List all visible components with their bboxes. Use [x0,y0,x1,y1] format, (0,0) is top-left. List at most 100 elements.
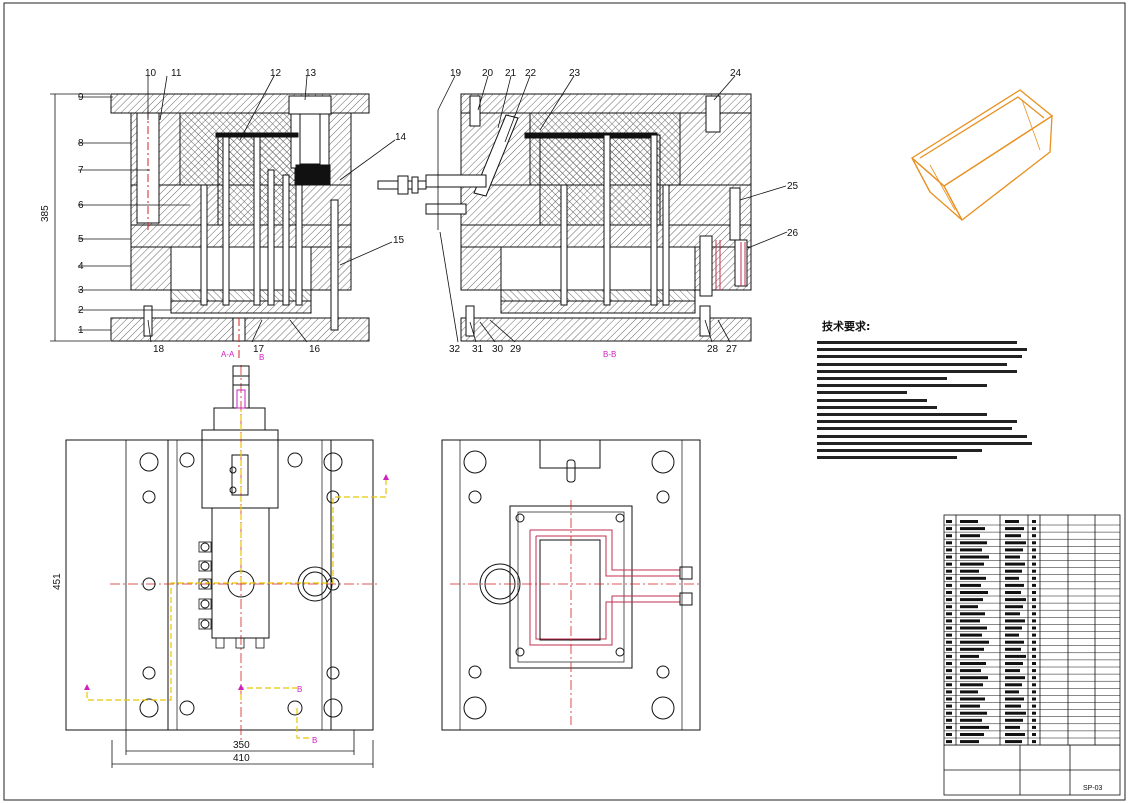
bom-cell-name [960,733,984,736]
bom-cell-material [1005,541,1026,545]
callout-7: 7 [78,165,84,176]
bom-cell-index [946,633,952,637]
bom-cell-name [960,555,989,559]
tech-requirement-line [817,341,1017,344]
bom-cell-qty [1032,711,1036,715]
section-mark-b: B [259,353,264,362]
bom-cell-index [946,619,952,623]
bom-cell-material [1005,562,1025,566]
bom-cell-name [960,548,982,552]
section-label-bb: B-B [603,350,616,359]
tech-requirements-title: 技术要求: [822,320,871,333]
bom-cell-qty [1032,676,1036,680]
bom-cell-material [1005,534,1021,538]
bom-cell-name [960,527,985,531]
bom-cell-material [1005,576,1019,580]
bom-cell-qty [1032,591,1036,594]
bom-cell-index [946,740,952,744]
parts-list-rows [944,524,1120,746]
nozzle [232,365,250,409]
callout-20: 20 [482,68,494,79]
bom-cell-name [960,647,984,651]
bom-cell-name [960,534,980,538]
bom-cell-name [960,725,989,729]
plan-left-centerlines [110,365,380,740]
tech-requirement-line [817,413,987,416]
bom-cell-qty [1032,619,1036,623]
bom-cell-index [946,697,952,701]
bom-cell-index [946,725,952,729]
bom-cell-qty [1032,740,1036,744]
water-lines-b [715,240,746,290]
bom-cell-material [1005,647,1021,651]
callout-24: 24 [730,68,742,79]
tech-requirement-line [817,449,982,452]
bom-cell-index [946,576,952,580]
bom-cell-qty [1032,598,1036,602]
bom-cell-index [946,583,952,587]
bom-cell-name [960,583,981,587]
bom-cell-qty [1032,534,1036,538]
bom-cell-qty [1032,697,1036,701]
bom-cell-name [960,676,988,680]
bom-cell-index [946,662,952,665]
callout-17: 17 [253,344,265,355]
bom-cell-material [1005,711,1026,715]
bom-cell-qty [1032,662,1036,665]
bom-cell-qty [1032,640,1036,644]
drawing-number: SP-03 [1083,785,1103,792]
callout-16: 16 [309,344,321,355]
callout-5: 5 [78,234,84,245]
callout-32: 32 [449,344,461,355]
bom-cell-name [960,541,987,545]
callout-10: 10 [145,68,157,79]
bom-cell-material [1005,718,1023,722]
bom-cell-index [946,548,952,552]
bom-cell-index [946,626,952,630]
bom-cell-material [1005,733,1025,736]
drawing-border [3,2,1126,801]
callout-1: 1 [78,325,84,336]
callout-21: 21 [505,68,517,79]
tech-requirement-line [817,398,927,402]
bom-cell-qty [1032,562,1036,566]
section-mark-b-bottom: B [312,736,317,745]
bom-cell-name [960,633,982,637]
callout-numbers-right: 19 20 21 22 23 24 25 26 27 28 29 30 31 3… [449,68,799,355]
bom-cell-material [1005,605,1023,609]
bom-cell-qty [1032,605,1036,609]
bom-cell-qty [1032,626,1036,630]
callouts-right-leaders [437,75,788,343]
bom-cell-name [960,619,980,623]
bom-cell-qty [1032,583,1036,587]
bom-cell-index [946,711,952,715]
tech-requirement-line [817,369,1017,373]
bom-cell-index [946,591,952,594]
callout-15: 15 [393,235,405,246]
bom-cell-name [960,697,985,701]
bom-cell-index [946,605,952,609]
bom-cell-name [960,669,981,673]
tech-requirement-line [817,427,1012,431]
bom-cell-material [1005,626,1022,630]
section-mark-a-bottom: B [297,685,302,694]
callout-12: 12 [270,68,282,79]
bom-cell-index [946,612,952,616]
bom-cell-material [1005,725,1020,729]
bom-cell-name [960,598,983,602]
bom-cell-index [946,669,952,673]
bom-cell-material [1005,662,1023,665]
tech-requirement-line [817,355,1022,359]
bom-cell-index [946,647,952,651]
bom-cell-qty [1032,718,1036,722]
plan-left-holes [139,452,343,718]
bom-cell-material [1005,740,1022,744]
bom-cell-index [946,683,952,687]
callout-31: 31 [472,344,484,355]
callout-28: 28 [707,344,719,355]
section-label-aa: A-A [221,350,235,359]
bom-cell-material [1005,520,1019,523]
bom-cell-name [960,562,984,566]
bom-cell-qty [1032,733,1036,736]
